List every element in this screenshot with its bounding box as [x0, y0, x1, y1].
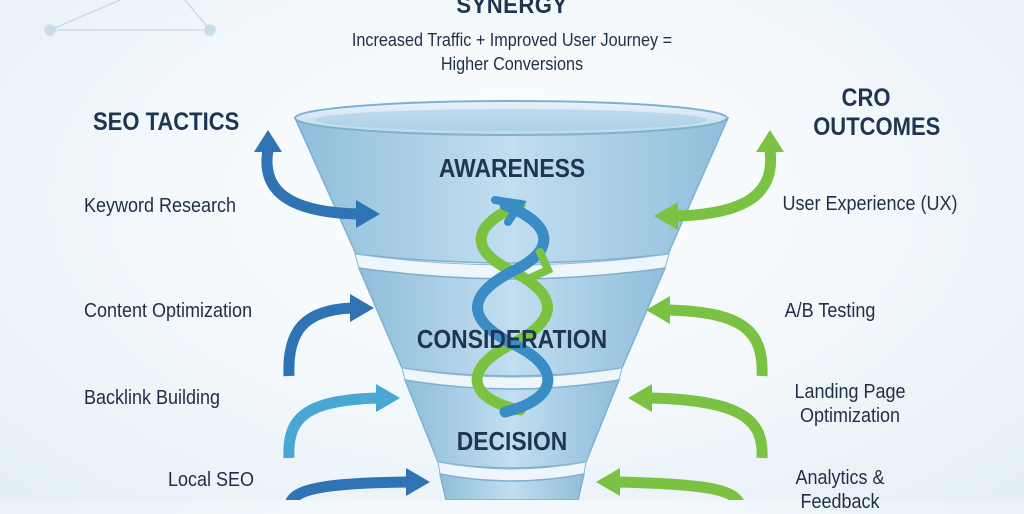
arrow-analytics-icon: [596, 468, 744, 500]
seo-item-backlink-building: Backlink Building: [84, 387, 221, 409]
arrow-keyword-research-icon: [254, 130, 380, 228]
cro-heading-line-2: OUTCOMES: [813, 113, 941, 141]
subtitle-line-2: Higher Conversions: [440, 54, 584, 74]
arrow-backlink-building-icon: [283, 384, 400, 459]
seo-item-keyword-research: Keyword Research: [84, 195, 237, 217]
cro-outcomes-heading: CRO OUTCOMES: [813, 84, 941, 142]
arrow-content-optimization-icon: [283, 294, 374, 377]
stage-decision: DECISION: [456, 426, 568, 456]
seo-tactics-heading: SEO TACTICS: [93, 108, 240, 136]
cro-item-line-2: Optimization: [799, 405, 901, 427]
cro-item-user-experience: User Experience (UX): [771, 192, 969, 216]
arrow-landing-page-icon: [628, 384, 768, 459]
diagram-title: SYNERGY: [456, 0, 568, 19]
stage-awareness: AWARENESS: [438, 153, 586, 183]
cro-item-ab-testing: A/B Testing: [740, 299, 920, 323]
network-decoration: [44, 0, 216, 36]
cro-item-landing-page: Landing Page Optimization: [751, 380, 949, 428]
cro-heading-line-1: CRO: [841, 84, 891, 112]
funnel-segment-awareness: [293, 117, 730, 264]
cro-item-analytics: Analytics & Feedback: [750, 466, 930, 514]
funnel-graphic: [254, 100, 784, 500]
subtitle-line-1: Increased Traffic + Improved User Journe…: [351, 30, 673, 50]
network-node-icon: [44, 24, 56, 36]
seo-item-content-optimization: Content Optimization: [84, 300, 253, 322]
arrow-ab-testing-icon: [646, 296, 768, 377]
cro-item-line-1: Landing Page: [794, 381, 906, 403]
arrow-local-seo-icon: [285, 468, 430, 500]
network-node-icon: [204, 24, 216, 36]
helix-icon: [471, 196, 554, 418]
stage-consideration: CONSIDERATION: [416, 324, 608, 354]
cro-item-line-1: A/B Testing: [784, 300, 876, 322]
cro-item-line-2: Feedback: [800, 491, 880, 513]
diagram-subtitle: Increased Traffic + Improved User Journe…: [332, 28, 692, 76]
funnel-segment-consideration: [357, 267, 667, 377]
funnel-segment-decision: [403, 379, 621, 469]
seo-item-local-seo: Local SEO: [168, 469, 255, 491]
arrow-user-experience-icon: [654, 130, 784, 230]
cro-item-line-1: Analytics &: [795, 467, 885, 489]
cro-item-line-1: User Experience (UX): [782, 193, 958, 215]
